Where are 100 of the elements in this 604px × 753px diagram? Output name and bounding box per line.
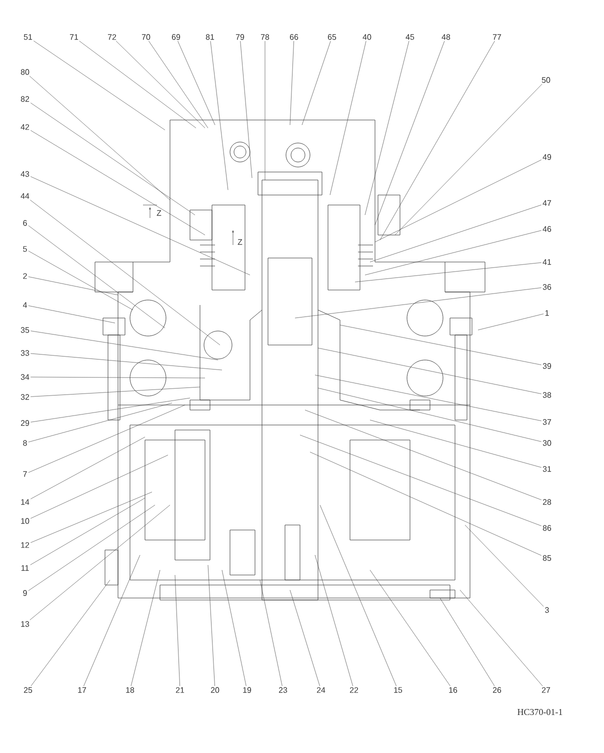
callout-number: 45 bbox=[406, 34, 414, 40]
callout-number: 15 bbox=[394, 687, 402, 693]
leader-line bbox=[302, 40, 331, 126]
callout-number: 19 bbox=[243, 687, 252, 693]
leader-line bbox=[314, 554, 354, 686]
leader-line bbox=[30, 504, 170, 620]
callout-number: 8 bbox=[23, 440, 27, 446]
callout-number: 26 bbox=[492, 687, 502, 693]
callout-number: 24 bbox=[316, 687, 326, 693]
callout-number: 21 bbox=[176, 687, 184, 693]
leader-line bbox=[380, 40, 495, 240]
leader-line bbox=[340, 324, 542, 366]
callout-number: 48 bbox=[442, 34, 450, 40]
callout-number: 39 bbox=[542, 363, 552, 369]
callout-number: 23 bbox=[278, 687, 288, 693]
callout-number: 29 bbox=[20, 420, 30, 426]
callout-number: 16 bbox=[449, 687, 458, 693]
callout-number: 38 bbox=[542, 392, 552, 398]
callout-number: 71 bbox=[70, 34, 78, 40]
section-label: Z bbox=[238, 239, 242, 245]
callout-number: 36 bbox=[542, 284, 552, 290]
callout-number: 86 bbox=[542, 525, 552, 531]
leader-line bbox=[310, 452, 542, 556]
leader-line bbox=[30, 102, 196, 216]
leader-line bbox=[33, 40, 166, 130]
leader-line bbox=[290, 590, 320, 686]
callout-number: 70 bbox=[142, 34, 150, 40]
callout-number: 5 bbox=[23, 246, 27, 252]
leader-line bbox=[208, 564, 215, 686]
callout-number: 28 bbox=[542, 499, 552, 505]
leader-line bbox=[370, 420, 542, 468]
callout-number: 79 bbox=[236, 34, 244, 40]
leader-line bbox=[210, 40, 228, 190]
callout-number: 6 bbox=[23, 220, 27, 226]
callout-number: 65 bbox=[328, 34, 336, 40]
leader-line bbox=[394, 84, 542, 236]
leader-line bbox=[30, 176, 250, 276]
callout-number: 43 bbox=[20, 171, 30, 177]
leader-line bbox=[28, 276, 118, 296]
callout-number: 25 bbox=[24, 687, 32, 693]
leader-line bbox=[28, 225, 166, 328]
leader-line bbox=[440, 598, 495, 686]
callout-number: 14 bbox=[21, 499, 30, 505]
leader-line bbox=[374, 40, 445, 226]
leader-line bbox=[30, 498, 146, 566]
callout-number: 10 bbox=[21, 518, 30, 524]
leader-line bbox=[30, 200, 220, 346]
callout-number: 81 bbox=[206, 34, 214, 40]
leader-line bbox=[290, 40, 294, 126]
callout-number: 33 bbox=[20, 350, 30, 356]
callout-number: 51 bbox=[24, 34, 32, 40]
callout-number: 49 bbox=[542, 154, 552, 160]
callout-number: 46 bbox=[542, 226, 552, 232]
leader-line bbox=[260, 580, 282, 686]
leader-line bbox=[314, 374, 542, 422]
leader-line bbox=[29, 76, 170, 200]
callout-number: 3 bbox=[545, 607, 549, 613]
callout-number: 42 bbox=[20, 124, 30, 130]
callout-number: 9 bbox=[23, 590, 27, 596]
leader-line bbox=[178, 40, 216, 126]
callout-number: 18 bbox=[126, 687, 134, 693]
callout-number: 41 bbox=[542, 259, 552, 265]
callout-number: 80 bbox=[20, 69, 30, 75]
leader-line bbox=[30, 353, 222, 370]
callout-number: 31 bbox=[542, 466, 552, 472]
leader-line bbox=[30, 398, 190, 422]
leader-line bbox=[28, 250, 134, 310]
callout-number: 77 bbox=[492, 34, 502, 40]
callout-number: 34 bbox=[20, 374, 30, 380]
callout-number: 32 bbox=[20, 394, 30, 400]
leader-line bbox=[300, 434, 542, 526]
leader-line bbox=[370, 570, 450, 686]
leader-line bbox=[318, 348, 542, 394]
leader-line bbox=[116, 40, 206, 128]
callout-number: 4 bbox=[22, 302, 27, 308]
leader-line bbox=[264, 40, 266, 180]
section-label: Z bbox=[156, 210, 162, 216]
callout-number: 7 bbox=[23, 471, 27, 477]
drawing-number: HC370-01-1 bbox=[518, 708, 562, 716]
leader-line bbox=[30, 580, 110, 686]
leader-line bbox=[464, 524, 544, 607]
leader-line bbox=[364, 40, 410, 216]
leader-line bbox=[28, 504, 156, 591]
leader-line bbox=[30, 492, 152, 543]
callout-number: 40 bbox=[362, 34, 372, 40]
callout-number: 20 bbox=[210, 687, 220, 693]
callout-number: 66 bbox=[290, 34, 298, 40]
leader-line bbox=[330, 40, 366, 196]
leader-line bbox=[294, 288, 542, 318]
leader-line bbox=[28, 306, 116, 324]
leader-line bbox=[30, 376, 206, 378]
leader-line bbox=[364, 230, 542, 276]
callout-number: 12 bbox=[21, 542, 30, 548]
leader-line bbox=[174, 574, 180, 686]
leader-line bbox=[130, 570, 160, 686]
callout-number: 50 bbox=[542, 77, 550, 83]
callout-number: 69 bbox=[172, 34, 180, 40]
callout-number: 2 bbox=[23, 273, 27, 279]
leader-line bbox=[320, 504, 396, 686]
leader-line bbox=[240, 40, 252, 178]
